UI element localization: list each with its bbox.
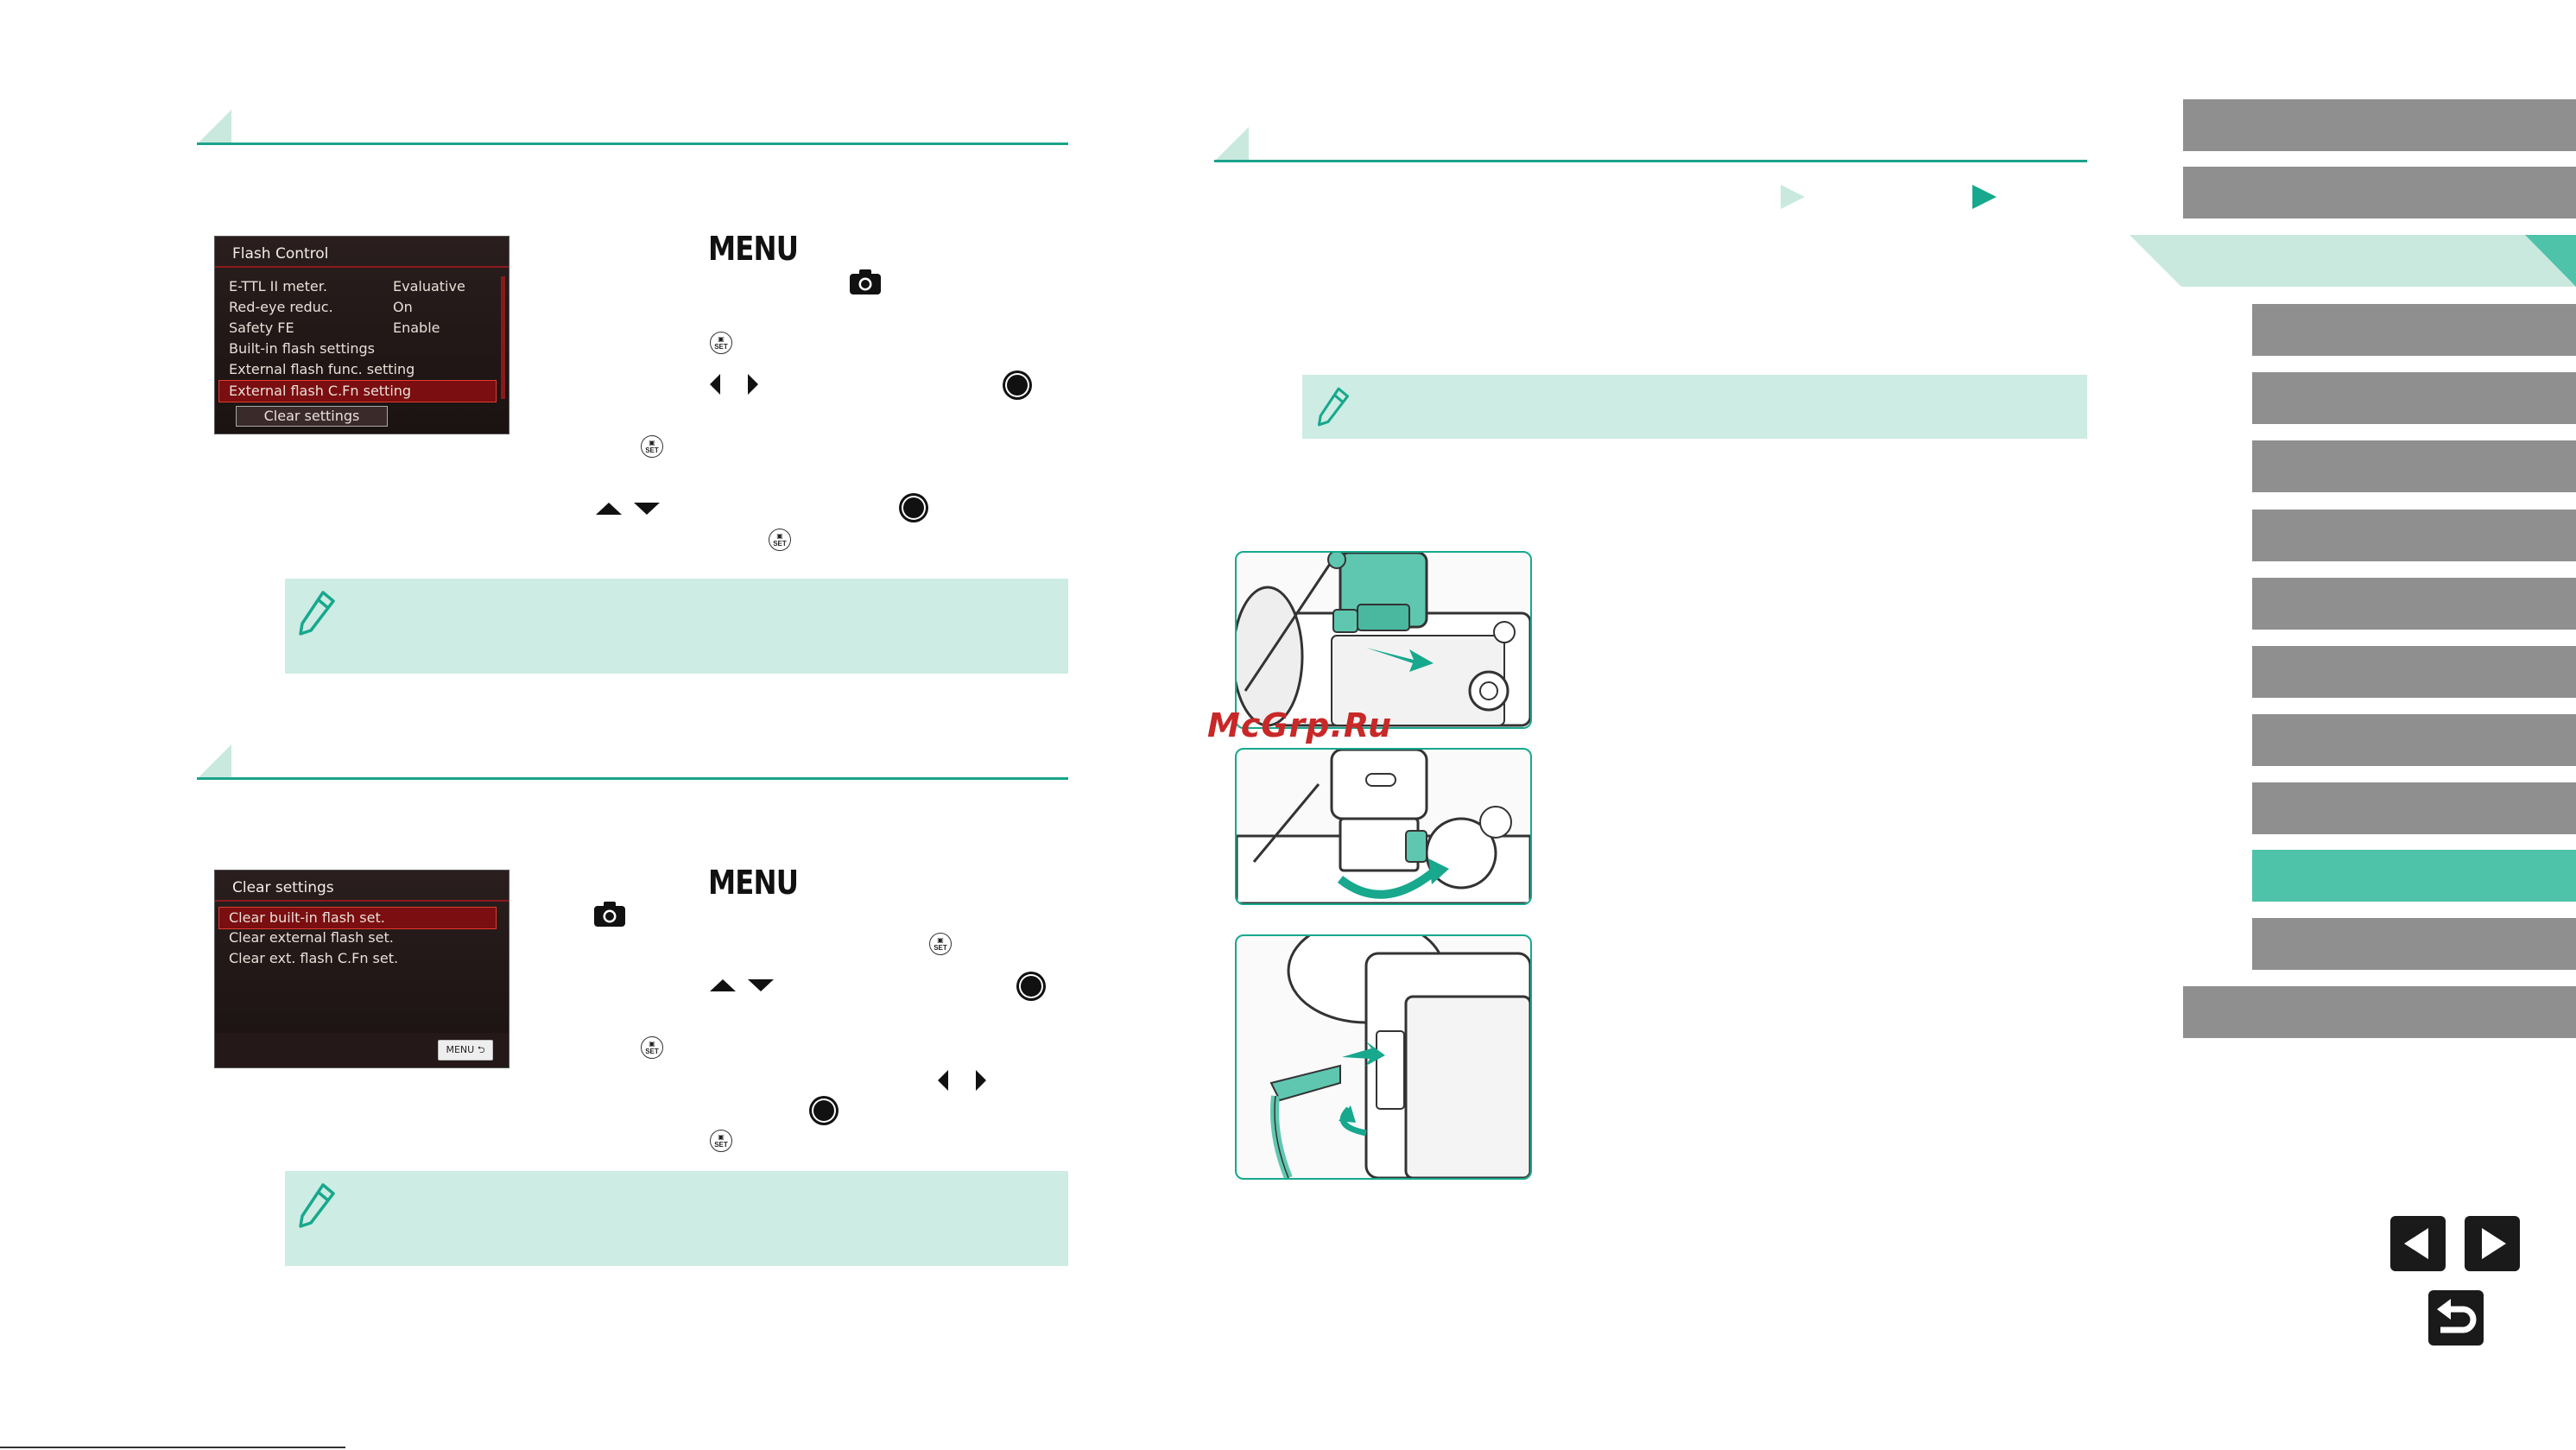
set-icon: ▣SET [769,529,791,551]
section-marker [1214,127,1249,161]
pencil-icon [299,1183,335,1228]
return-icon [2437,1299,2477,1333]
illustration-mount-mic [1235,551,1532,729]
nav-subsection[interactable] [2252,578,2576,630]
menu-row: E-TTL II meter. Evaluative [229,278,465,294]
menu-row: External flash func. setting [229,361,415,377]
footer-rule [0,1447,345,1448]
clear-settings-screen: Clear settings Clear built-in flash set.… [214,870,510,1068]
camera-icon [594,902,625,927]
section-rule [1214,160,2087,162]
menu-row: Red-eye reduc. On [229,299,413,315]
nav-subsection[interactable] [2252,918,2576,970]
scrollbar [501,276,505,399]
nav-subsection-active[interactable] [2252,850,2576,902]
nav-subsection[interactable] [2252,510,2576,561]
set-icon: ▣SET [710,1130,732,1152]
illustration-connect-cable [1235,934,1532,1180]
nav-tab[interactable] [2183,167,2576,218]
prev-page-icon [2404,1228,2428,1259]
set-icon: ▣SET [710,332,732,354]
note-box [285,579,1068,674]
up-down-arrows-icon [710,979,774,991]
play-triangle-icon [1972,185,1997,209]
nav-subsection[interactable] [2252,304,2576,356]
dial-icon [1019,974,1043,998]
section-marker [197,744,231,779]
menu-row-selected: External flash C.Fn setting [218,380,497,402]
watermark: McGrp.Ru [1207,706,1393,744]
next-page-button[interactable] [2465,1216,2520,1271]
dial-icon [812,1099,836,1123]
flash-control-screen: Flash Control E-TTL II meter. Evaluative… [214,236,510,434]
set-icon: ▣SET [641,1036,663,1059]
screen-title: Clear settings [232,879,334,896]
nav-subsection[interactable] [2252,646,2576,698]
menu-row: Clear ext. flash C.Fn set. [229,950,399,966]
left-right-arrows-icon [710,374,758,395]
pencil-icon [1317,387,1350,427]
menu-button-label: MENU [708,864,799,902]
nav-tab[interactable] [2183,986,2576,1038]
up-down-arrows-icon [596,503,660,515]
note-box [1302,375,2087,439]
left-right-arrows-icon [938,1070,986,1091]
nav-subsection[interactable] [2252,440,2576,492]
prev-page-button[interactable] [2390,1216,2446,1271]
set-icon: ▣SET [929,933,952,955]
menu-row: Built-in flash settings [229,340,375,357]
menu-row: Clear external flash set. [229,929,394,946]
note-box [285,1171,1068,1266]
dial-icon [902,496,926,520]
pencil-icon [299,591,335,636]
menu-row-selected: Clear built-in flash set. [218,907,497,929]
nav-chapter-tab-active[interactable] [2130,235,2576,287]
camera-icon [850,269,881,294]
section-rule [197,777,1068,780]
return-button[interactable] [2428,1290,2484,1346]
menu-back-button: MENU ⮌ [438,1040,493,1061]
nav-tab[interactable] [2183,99,2576,151]
play-triangle-icon [1781,185,1805,209]
nav-subsection[interactable] [2252,372,2576,424]
clear-settings-button: Clear settings [236,406,388,427]
illustration-lock-mic [1235,748,1532,905]
screen-title: Flash Control [232,245,329,263]
section-marker [197,110,231,144]
menu-row: Safety FE Enable [229,320,440,336]
section-rule [197,142,1068,145]
nav-subsection[interactable] [2252,714,2576,766]
nav-subsection[interactable] [2252,782,2576,834]
menu-button-label: MENU [708,230,799,268]
dial-icon [1005,373,1029,397]
set-icon: ▣SET [641,435,663,458]
next-page-icon [2482,1228,2506,1259]
